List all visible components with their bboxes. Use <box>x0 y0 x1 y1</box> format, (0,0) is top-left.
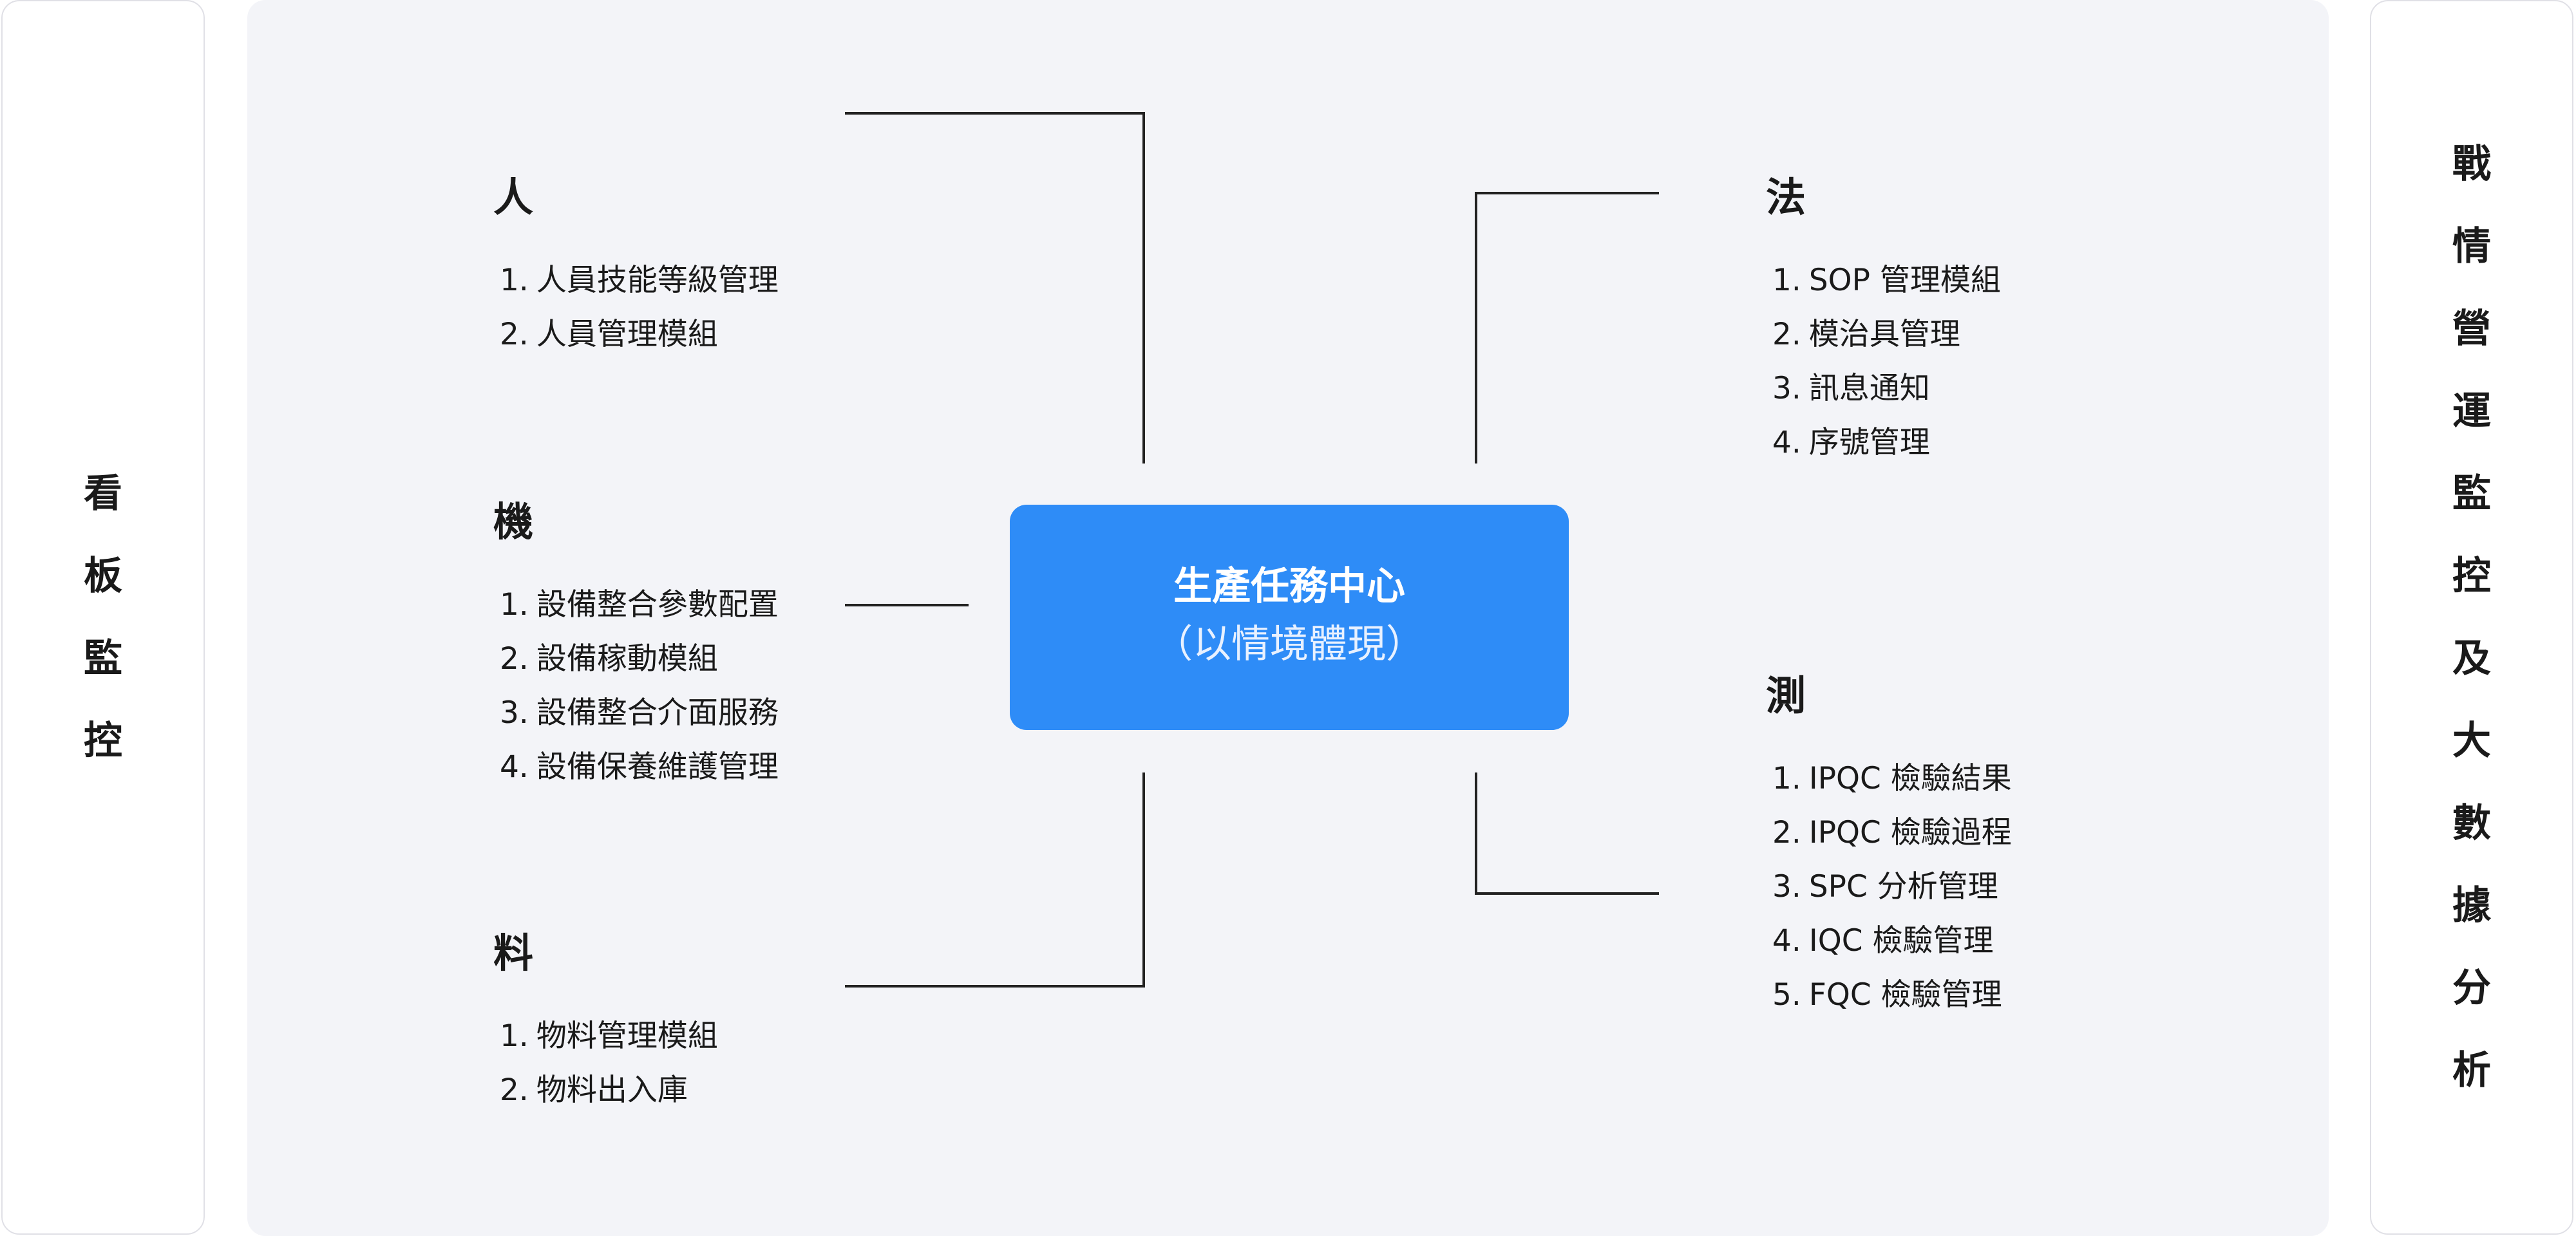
group-title-method: 法 <box>1766 174 1806 221</box>
list-item: 2.物料出入庫 <box>500 1072 688 1108</box>
center-subtitle: （以情境體現） <box>1154 622 1425 667</box>
list-item: 1.SOP 管理模組 <box>1772 263 2001 298</box>
connector-people <box>845 112 1145 464</box>
list-item: 2.人員管理模組 <box>500 317 718 352</box>
left-panel-label: 看 板 監 控 <box>84 453 122 782</box>
list-item: 4.設備保養維護管理 <box>500 749 779 785</box>
connector-method <box>1475 192 1659 464</box>
list-item: 1.設備整合參數配置 <box>500 587 779 623</box>
list-item: 4.序號管理 <box>1772 425 1930 460</box>
center-title: 生產任務中心 <box>1173 564 1405 609</box>
right-panel-char: 控 <box>2452 554 2491 599</box>
group-method: 法 1.SOP 管理模組 2.模治具管理 3.訊息通知 4.序號管理 <box>1766 178 2001 470</box>
left-panel-char: 板 <box>84 554 122 599</box>
group-list-machine: 1.設備整合參數配置 2.設備稼動模組 3.設備整合介面服務 4.設備保養維護管… <box>493 578 779 794</box>
right-panel-char: 戰 <box>2452 142 2491 187</box>
group-list-measure: 1.IPQC 檢驗結果 2.IPQC 檢驗過程 3.SPC 分析管理 4.IQC… <box>1766 752 2012 1022</box>
group-people: 人 1.人員技能等級管理 2.人員管理模組 <box>493 178 779 362</box>
right-panel-char: 據 <box>2452 883 2491 928</box>
group-machine: 機 1.設備整合參數配置 2.設備稼動模組 3.設備整合介面服務 4.設備保養維… <box>493 502 779 794</box>
list-item: 1.人員技能等級管理 <box>500 263 779 298</box>
list-item: 5.FQC 檢驗管理 <box>1772 977 2002 1013</box>
connector-measure <box>1475 772 1659 895</box>
right-panel-char: 監 <box>2452 471 2491 516</box>
left-panel-char: 控 <box>84 718 122 763</box>
group-measure: 測 1.IPQC 檢驗結果 2.IPQC 檢驗過程 3.SPC 分析管理 4.I… <box>1766 676 2012 1022</box>
left-side-panel: 看 板 監 控 <box>1 0 205 1235</box>
list-item: 3.訊息通知 <box>1772 371 1930 406</box>
list-item: 1.物料管理模組 <box>500 1018 718 1054</box>
center-node: 生產任務中心 （以情境體現） <box>1010 505 1569 730</box>
left-panel-char: 監 <box>84 636 122 681</box>
group-list-method: 1.SOP 管理模組 2.模治具管理 3.訊息通知 4.序號管理 <box>1766 254 2001 470</box>
connector-material <box>845 772 1145 988</box>
right-panel-char: 分 <box>2452 966 2491 1011</box>
list-item: 3.設備整合介面服務 <box>500 695 779 731</box>
list-item: 4.IQC 檢驗管理 <box>1772 923 1994 959</box>
list-item: 2.IPQC 檢驗過程 <box>1772 815 2012 850</box>
group-list-material: 1.物料管理模組 2.物料出入庫 <box>493 1009 718 1118</box>
list-item: 2.模治具管理 <box>1772 317 1960 352</box>
group-material: 料 1.物料管理模組 2.物料出入庫 <box>493 933 718 1118</box>
right-side-panel: 戰 情 營 運 監 控 及 大 數 據 分 析 <box>2370 0 2573 1235</box>
right-panel-char: 及 <box>2452 636 2491 681</box>
group-title-machine: 機 <box>493 498 534 545</box>
right-panel-char: 析 <box>2452 1048 2491 1093</box>
group-title-people: 人 <box>493 174 534 221</box>
group-list-people: 1.人員技能等級管理 2.人員管理模組 <box>493 254 779 362</box>
list-item: 1.IPQC 檢驗結果 <box>1772 761 2012 796</box>
right-panel-char: 運 <box>2452 389 2491 434</box>
left-panel-char: 看 <box>84 471 122 516</box>
group-title-material: 料 <box>493 930 534 977</box>
right-panel-char: 大 <box>2452 718 2491 763</box>
right-panel-char: 營 <box>2452 306 2491 351</box>
right-panel-label: 戰 情 營 運 監 控 及 大 數 據 分 析 <box>2452 123 2491 1112</box>
right-panel-char: 情 <box>2452 224 2491 269</box>
group-title-measure: 測 <box>1766 672 1806 719</box>
list-item: 3.SPC 分析管理 <box>1772 869 1998 904</box>
list-item: 2.設備稼動模組 <box>500 641 718 677</box>
right-panel-char: 數 <box>2452 801 2491 846</box>
